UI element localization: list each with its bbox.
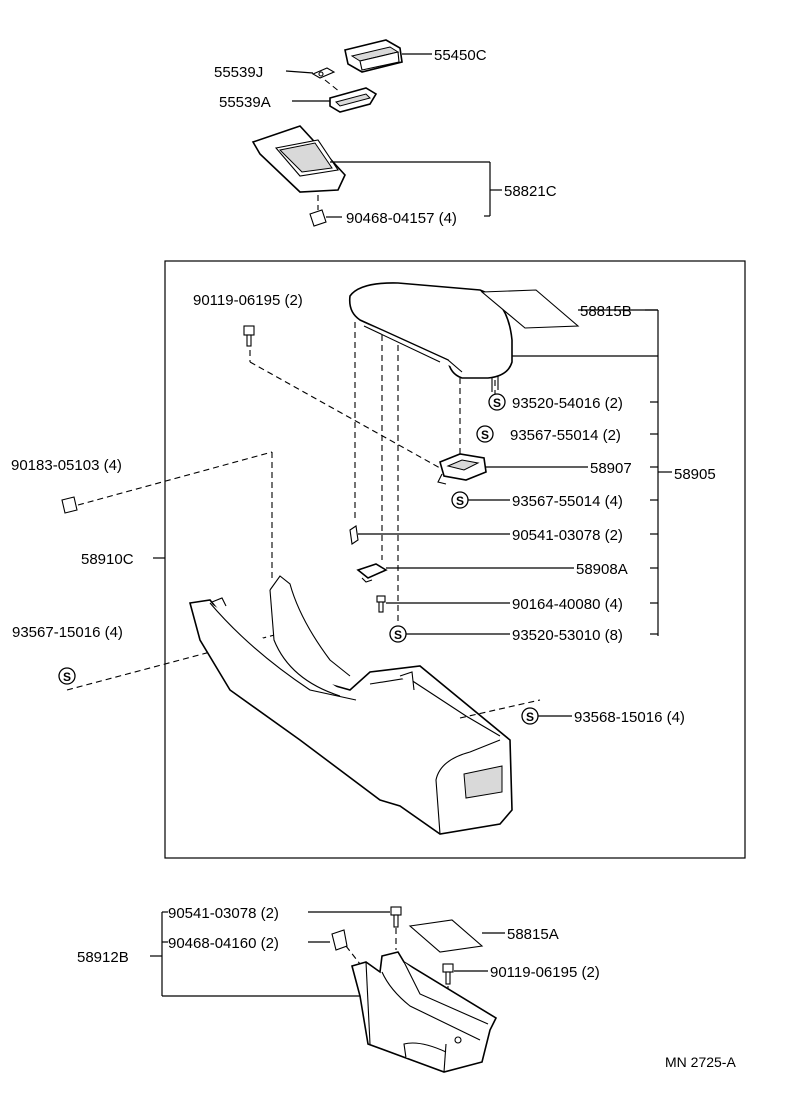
label-58908A: 58908A: [576, 561, 628, 578]
part-58907-drawing: [437, 453, 487, 485]
part-90541-03078-bot-drawing: [390, 906, 402, 928]
label-55539A: 55539A: [219, 94, 271, 111]
label-90119-06195-bot: 90119-06195 (2): [490, 964, 600, 981]
label-90183-05103: 90183-05103 (4): [11, 457, 122, 474]
s-symbol-93567-55014-a: [476, 425, 494, 443]
part-58908A-drawing: [356, 563, 388, 583]
label-58821C: 58821C: [504, 183, 557, 200]
svg-text:S: S: [526, 710, 534, 724]
part-90541-03078-top-drawing: [349, 525, 359, 545]
label-90119-06195-top: 90119-06195 (2): [193, 292, 303, 309]
part-55450C-drawing: [344, 39, 403, 73]
label-58907: 58907: [590, 460, 632, 477]
svg-text:S: S: [394, 628, 402, 642]
figure-code: MN 2725-A: [665, 1054, 736, 1070]
part-90468-04157-drawing: [309, 209, 327, 227]
part-console-body-drawing: [188, 575, 513, 835]
label-93520-54016: 93520-54016 (2): [512, 395, 623, 412]
label-58912B: 58912B: [77, 949, 129, 966]
label-55450C: 55450C: [434, 47, 487, 64]
svg-text:S: S: [481, 428, 489, 442]
svg-text:S: S: [456, 494, 464, 508]
part-90119-06195-top-drawing: [243, 325, 255, 347]
s-symbol-93520-54016: [488, 393, 506, 411]
label-55539J: 55539J: [214, 64, 263, 81]
label-90468-04160: 90468-04160 (2): [168, 935, 279, 952]
label-93567-15016: 93567-15016 (4): [12, 624, 123, 641]
part-55539J-drawing: [311, 67, 336, 79]
label-90541-03078-top: 90541-03078 (2): [512, 527, 623, 544]
part-90119-06195-bot-drawing: [442, 963, 454, 985]
s-symbol-93567-15016: [58, 667, 76, 685]
dash-90119-to-58907: [249, 361, 441, 469]
label-90468-04157: 90468-04157 (4): [346, 210, 457, 227]
main-assembly-frame: [164, 260, 746, 859]
part-58821C-drawing: [251, 125, 346, 193]
svg-text:S: S: [63, 670, 71, 684]
part-55539A-drawing: [329, 87, 378, 113]
label-93568-15016: 93568-15016 (4): [574, 709, 685, 726]
part-58815A-pad-drawing: [408, 919, 484, 953]
part-90164-40080-drawing: [376, 595, 386, 613]
part-armrest-lid-drawing: [348, 282, 513, 392]
label-58910C: 58910C: [81, 551, 134, 568]
dash-55539J: [324, 79, 341, 93]
part-58912B-tray-drawing: [351, 951, 498, 1073]
label-58905: 58905: [674, 466, 716, 483]
label-58815A: 58815A: [507, 926, 559, 943]
part-90468-04160-drawing: [331, 929, 348, 951]
label-93567-55014-b: 93567-55014 (4): [512, 493, 623, 510]
label-90164-40080: 90164-40080 (4): [512, 596, 623, 613]
label-93520-53010: 93520-53010 (8): [512, 627, 623, 644]
label-90541-03078-bot: 90541-03078 (2): [168, 905, 279, 922]
part-58815B-pad-drawing: [480, 289, 580, 329]
part-90183-05103-drawing: [61, 496, 78, 514]
label-93567-55014-a: 93567-55014 (2): [510, 427, 621, 444]
leader-55539J: [285, 70, 314, 74]
label-58815B: 58815B: [580, 303, 632, 320]
svg-text:S: S: [493, 396, 501, 410]
